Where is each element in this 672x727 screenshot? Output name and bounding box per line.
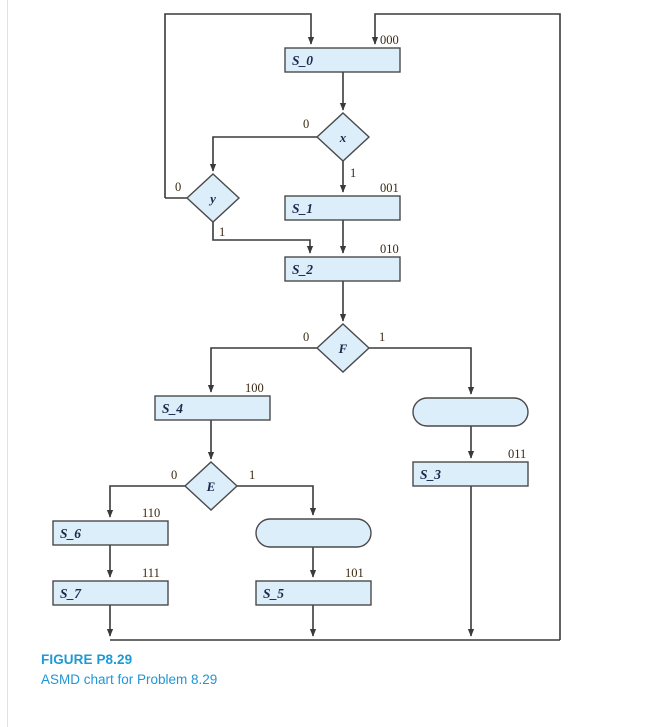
- state-box-s2[interactable]: S_2: [284, 256, 401, 282]
- state-box-s1-rect[interactable]: [284, 195, 401, 221]
- state-box-s7-rect[interactable]: [52, 580, 169, 606]
- state-code-s4: 100: [245, 381, 264, 395]
- state-box-s5-label: S_5: [263, 586, 284, 601]
- state-code-s2: 010: [380, 242, 399, 256]
- decision-diamond-y[interactable]: y: [185, 173, 241, 223]
- branch-label-f-1: 1: [379, 330, 385, 344]
- edge-e0-to-s6: [106, 485, 185, 518]
- decision-diamond-f[interactable]: F: [315, 323, 371, 373]
- state-box-s5-rect[interactable]: [255, 580, 372, 606]
- decision-diamond-e-shape[interactable]: [183, 461, 239, 511]
- state-box-s6-label: S_6: [60, 526, 81, 541]
- decision-diamond-group: x y F E: [183, 112, 371, 511]
- state-box-s1-label: S_1: [292, 201, 313, 216]
- branch-label-e-0: 0: [171, 468, 177, 482]
- decision-diamond-f-shape[interactable]: [315, 323, 371, 373]
- decision-diamond-y-shape[interactable]: [185, 173, 241, 223]
- state-box-s2-label: S_2: [292, 262, 313, 277]
- state-box-s3[interactable]: S_3: [412, 461, 529, 487]
- branch-label-y-0: 0: [175, 180, 181, 194]
- decision-diamond-x[interactable]: x: [315, 112, 371, 162]
- edge-f0-to-s4: [207, 347, 317, 393]
- state-code-s7: 111: [142, 566, 160, 580]
- decision-diamond-e[interactable]: E: [183, 461, 239, 511]
- state-box-s4[interactable]: S_4: [154, 395, 271, 421]
- state-box-s2-rect[interactable]: [284, 256, 401, 282]
- branch-label-e-1: 1: [249, 468, 255, 482]
- connector-lines: [106, 13, 561, 641]
- edge-y1-to-s2: [212, 222, 314, 254]
- edge-x0-to-y: [209, 136, 317, 172]
- state-code-s6: 110: [142, 506, 160, 520]
- branch-label-f-0: 0: [303, 330, 309, 344]
- conditional-output-right[interactable]: [412, 397, 529, 427]
- state-box-s1[interactable]: S_1: [284, 195, 401, 221]
- state-code-s0: 000: [380, 33, 399, 47]
- state-box-s3-label: S_3: [420, 467, 441, 482]
- conditional-output-group: [255, 397, 529, 548]
- decision-diamond-x-shape[interactable]: [315, 112, 371, 162]
- state-box-s0[interactable]: S_0: [284, 47, 401, 73]
- branch-label-x-0: 0: [303, 117, 309, 131]
- edge-e1-to-cond-lower: [237, 485, 317, 516]
- decision-diamond-x-label: x: [339, 130, 347, 145]
- decision-diamond-f-label: F: [338, 341, 348, 356]
- state-box-s0-rect[interactable]: [284, 47, 401, 73]
- state-box-s7-label: S_7: [60, 586, 82, 601]
- edge-feedback-to-s0: [164, 13, 315, 198]
- figure-caption-title: FIGURE P8.29: [41, 652, 133, 667]
- figure-caption-subtitle: ASMD chart for Problem 8.29: [41, 672, 218, 688]
- decision-diamond-e-label: E: [206, 479, 216, 494]
- state-box-s5[interactable]: S_5: [255, 580, 372, 606]
- state-code-s3: 011: [508, 447, 526, 461]
- conditional-output-lower[interactable]: [255, 518, 372, 548]
- edge-reset-to-s0: [371, 13, 561, 640]
- figure-caption: FIGURE P8.29 ASMD chart for Problem 8.29: [41, 651, 217, 689]
- state-box-s6[interactable]: S_6: [52, 520, 169, 546]
- state-box-s7[interactable]: S_7: [52, 580, 169, 606]
- state-box-s3-rect[interactable]: [412, 461, 529, 487]
- branch-label-group: 0 1 0 1 0 1 0 1: [171, 117, 385, 482]
- edge-f1-to-cond-right: [369, 347, 475, 395]
- state-code-group: 000 001 010 100 011 110 111 101: [142, 33, 526, 580]
- branch-label-x-1: 1: [350, 166, 356, 180]
- state-box-s0-label: S_0: [292, 53, 313, 68]
- state-box-s4-rect[interactable]: [154, 395, 271, 421]
- page-edge-rule: [7, 0, 8, 727]
- state-box-s6-rect[interactable]: [52, 520, 169, 546]
- decision-diamond-y-label: y: [208, 191, 216, 206]
- state-code-s1: 001: [380, 181, 399, 195]
- state-box-group: S_0 S_1 S_2 S_4 S_3 S_6: [52, 47, 529, 606]
- state-box-s4-label: S_4: [162, 401, 183, 416]
- branch-label-y-1: 1: [219, 225, 225, 239]
- state-code-s5: 101: [345, 566, 364, 580]
